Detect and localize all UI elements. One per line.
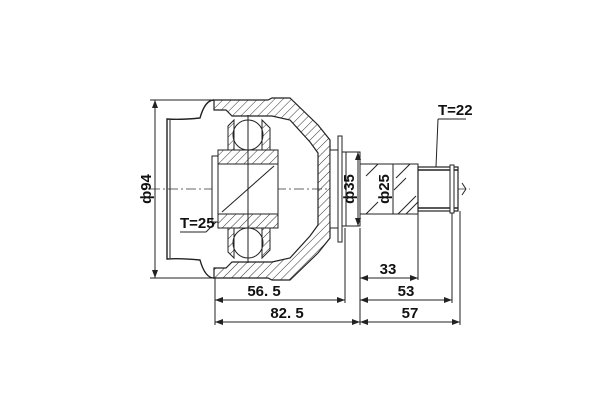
dim-53: 53	[360, 283, 452, 303]
label-53: 53	[398, 283, 415, 300]
label-33: 33	[380, 261, 397, 278]
dim-57: 57	[360, 305, 460, 325]
tripod-hub	[211, 115, 279, 263]
dim-33: 33	[360, 261, 418, 281]
label-56-5: 56. 5	[247, 283, 280, 300]
leader-t25: T=25	[180, 215, 217, 233]
label-t22: T=22	[438, 102, 473, 119]
dim-phi35: ф35	[341, 152, 361, 226]
label-phi94: ф94	[138, 173, 155, 203]
neck-flange	[329, 135, 361, 243]
label-t25: T=25	[180, 215, 215, 232]
boot-outline	[166, 99, 215, 279]
dim-56-5: 56. 5	[215, 283, 345, 303]
housing-section	[213, 97, 331, 281]
dim-phi25: ф25	[376, 164, 394, 214]
label-82-5: 82. 5	[270, 305, 303, 322]
dim-82-5: 82. 5	[215, 305, 360, 325]
label-phi25: ф25	[376, 174, 393, 204]
label-57: 57	[402, 305, 419, 322]
label-phi35: ф35	[341, 174, 358, 204]
dim-phi94: ф94	[138, 99, 214, 279]
shaft	[359, 163, 467, 215]
leader-t22: T=22	[435, 102, 473, 168]
